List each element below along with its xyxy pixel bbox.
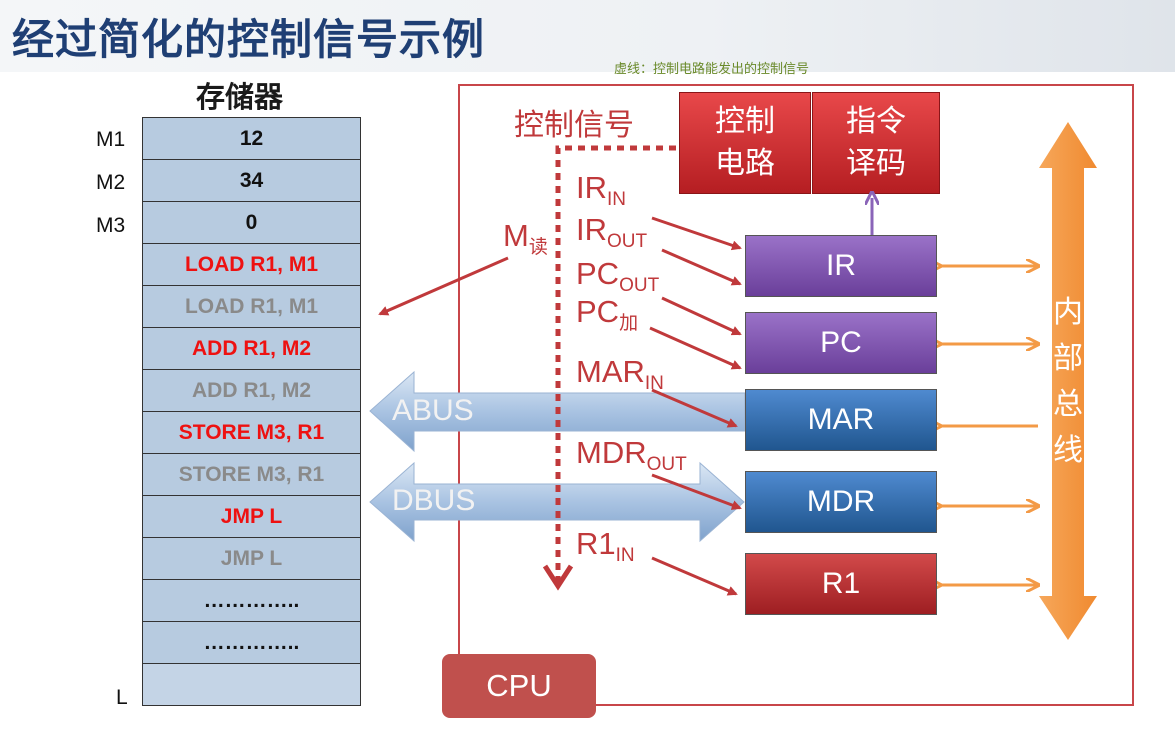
internal-bus-label: 内 部 总 线	[1050, 290, 1086, 474]
internal-bus-char: 线	[1053, 433, 1083, 468]
pc-register: PC	[745, 312, 937, 374]
control-circuit-box: 控制电路	[679, 92, 811, 194]
ir-register: IR	[745, 235, 937, 297]
slide-title: 经过简化的控制信号示例	[12, 15, 486, 64]
dbus-label: DBUS	[392, 484, 476, 517]
memory-cell: 12	[143, 118, 360, 160]
mdr-register: MDR	[745, 471, 937, 533]
signal-pc-inc: PC加	[576, 294, 639, 335]
memory-cell	[143, 664, 360, 706]
memory-cell: JMP L	[143, 538, 360, 580]
memory-cell: ADD R1, M2	[143, 328, 360, 370]
address-l: L	[116, 686, 128, 709]
mar-register: MAR	[745, 389, 937, 451]
mdr-out-arrow	[651, 473, 742, 510]
title-band	[0, 0, 1175, 72]
signal-ir-out: IROUT	[576, 212, 648, 253]
cpu-label: CPU	[442, 654, 596, 718]
memory-cell: STORE M3, R1	[143, 412, 360, 454]
r1-in-arrow	[651, 556, 738, 596]
ir-out-arrow	[661, 248, 742, 286]
internal-bus-char: 内	[1053, 295, 1083, 330]
signal-m-read: M读	[503, 218, 548, 259]
address-m1: M1	[96, 128, 126, 151]
r1-register: R1	[745, 553, 937, 615]
instruction-decode-line2: 译码	[846, 146, 906, 181]
ir-in-arrow	[651, 216, 742, 251]
abus-label: ABUS	[392, 394, 474, 427]
control-circuit-line1: 控制	[715, 104, 775, 139]
memory-cell: 0	[143, 202, 360, 244]
signal-ir-in: IRIN	[576, 170, 626, 211]
memory-title: 存储器	[196, 80, 284, 114]
control-circuit-line2: 电路	[715, 146, 775, 181]
mar-in-arrow	[651, 388, 738, 428]
signal-r1-in: R1IN	[576, 526, 635, 567]
m-read-arrow	[378, 256, 509, 316]
internal-bus-arrow	[1039, 122, 1097, 640]
memory-cell: LOAD R1, M1	[143, 244, 360, 286]
pc-inc-arrow	[649, 326, 742, 370]
control-dashed-line	[555, 145, 676, 582]
memory-cell: LOAD R1, M1	[143, 286, 360, 328]
internal-bus-char: 部	[1053, 341, 1083, 376]
instruction-decode-line1: 指令	[846, 104, 906, 139]
internal-bus-char: 总	[1053, 387, 1083, 422]
signal-pc-out: PCOUT	[576, 256, 660, 297]
dashed-line-legend: 虚线：控制电路能发出的控制信号	[614, 62, 810, 77]
address-m3: M3	[96, 214, 126, 237]
memory-cell: 34	[143, 160, 360, 202]
control-signal-label: 控制信号	[514, 108, 634, 143]
signal-mdr-out: MDROUT	[576, 435, 687, 476]
memory-cell: STORE M3, R1	[143, 454, 360, 496]
memory-cell: …………..	[143, 622, 360, 664]
pc-out-arrow	[661, 296, 742, 336]
address-m2: M2	[96, 171, 126, 194]
control-dashed-arrowhead	[542, 564, 574, 591]
memory-cell: JMP L	[143, 496, 360, 538]
instruction-decode-box: 指令译码	[812, 92, 940, 194]
signal-mar-in: MARIN	[576, 354, 664, 395]
memory-cell: ADD R1, M2	[143, 370, 360, 412]
memory-cell: …………..	[143, 580, 360, 622]
